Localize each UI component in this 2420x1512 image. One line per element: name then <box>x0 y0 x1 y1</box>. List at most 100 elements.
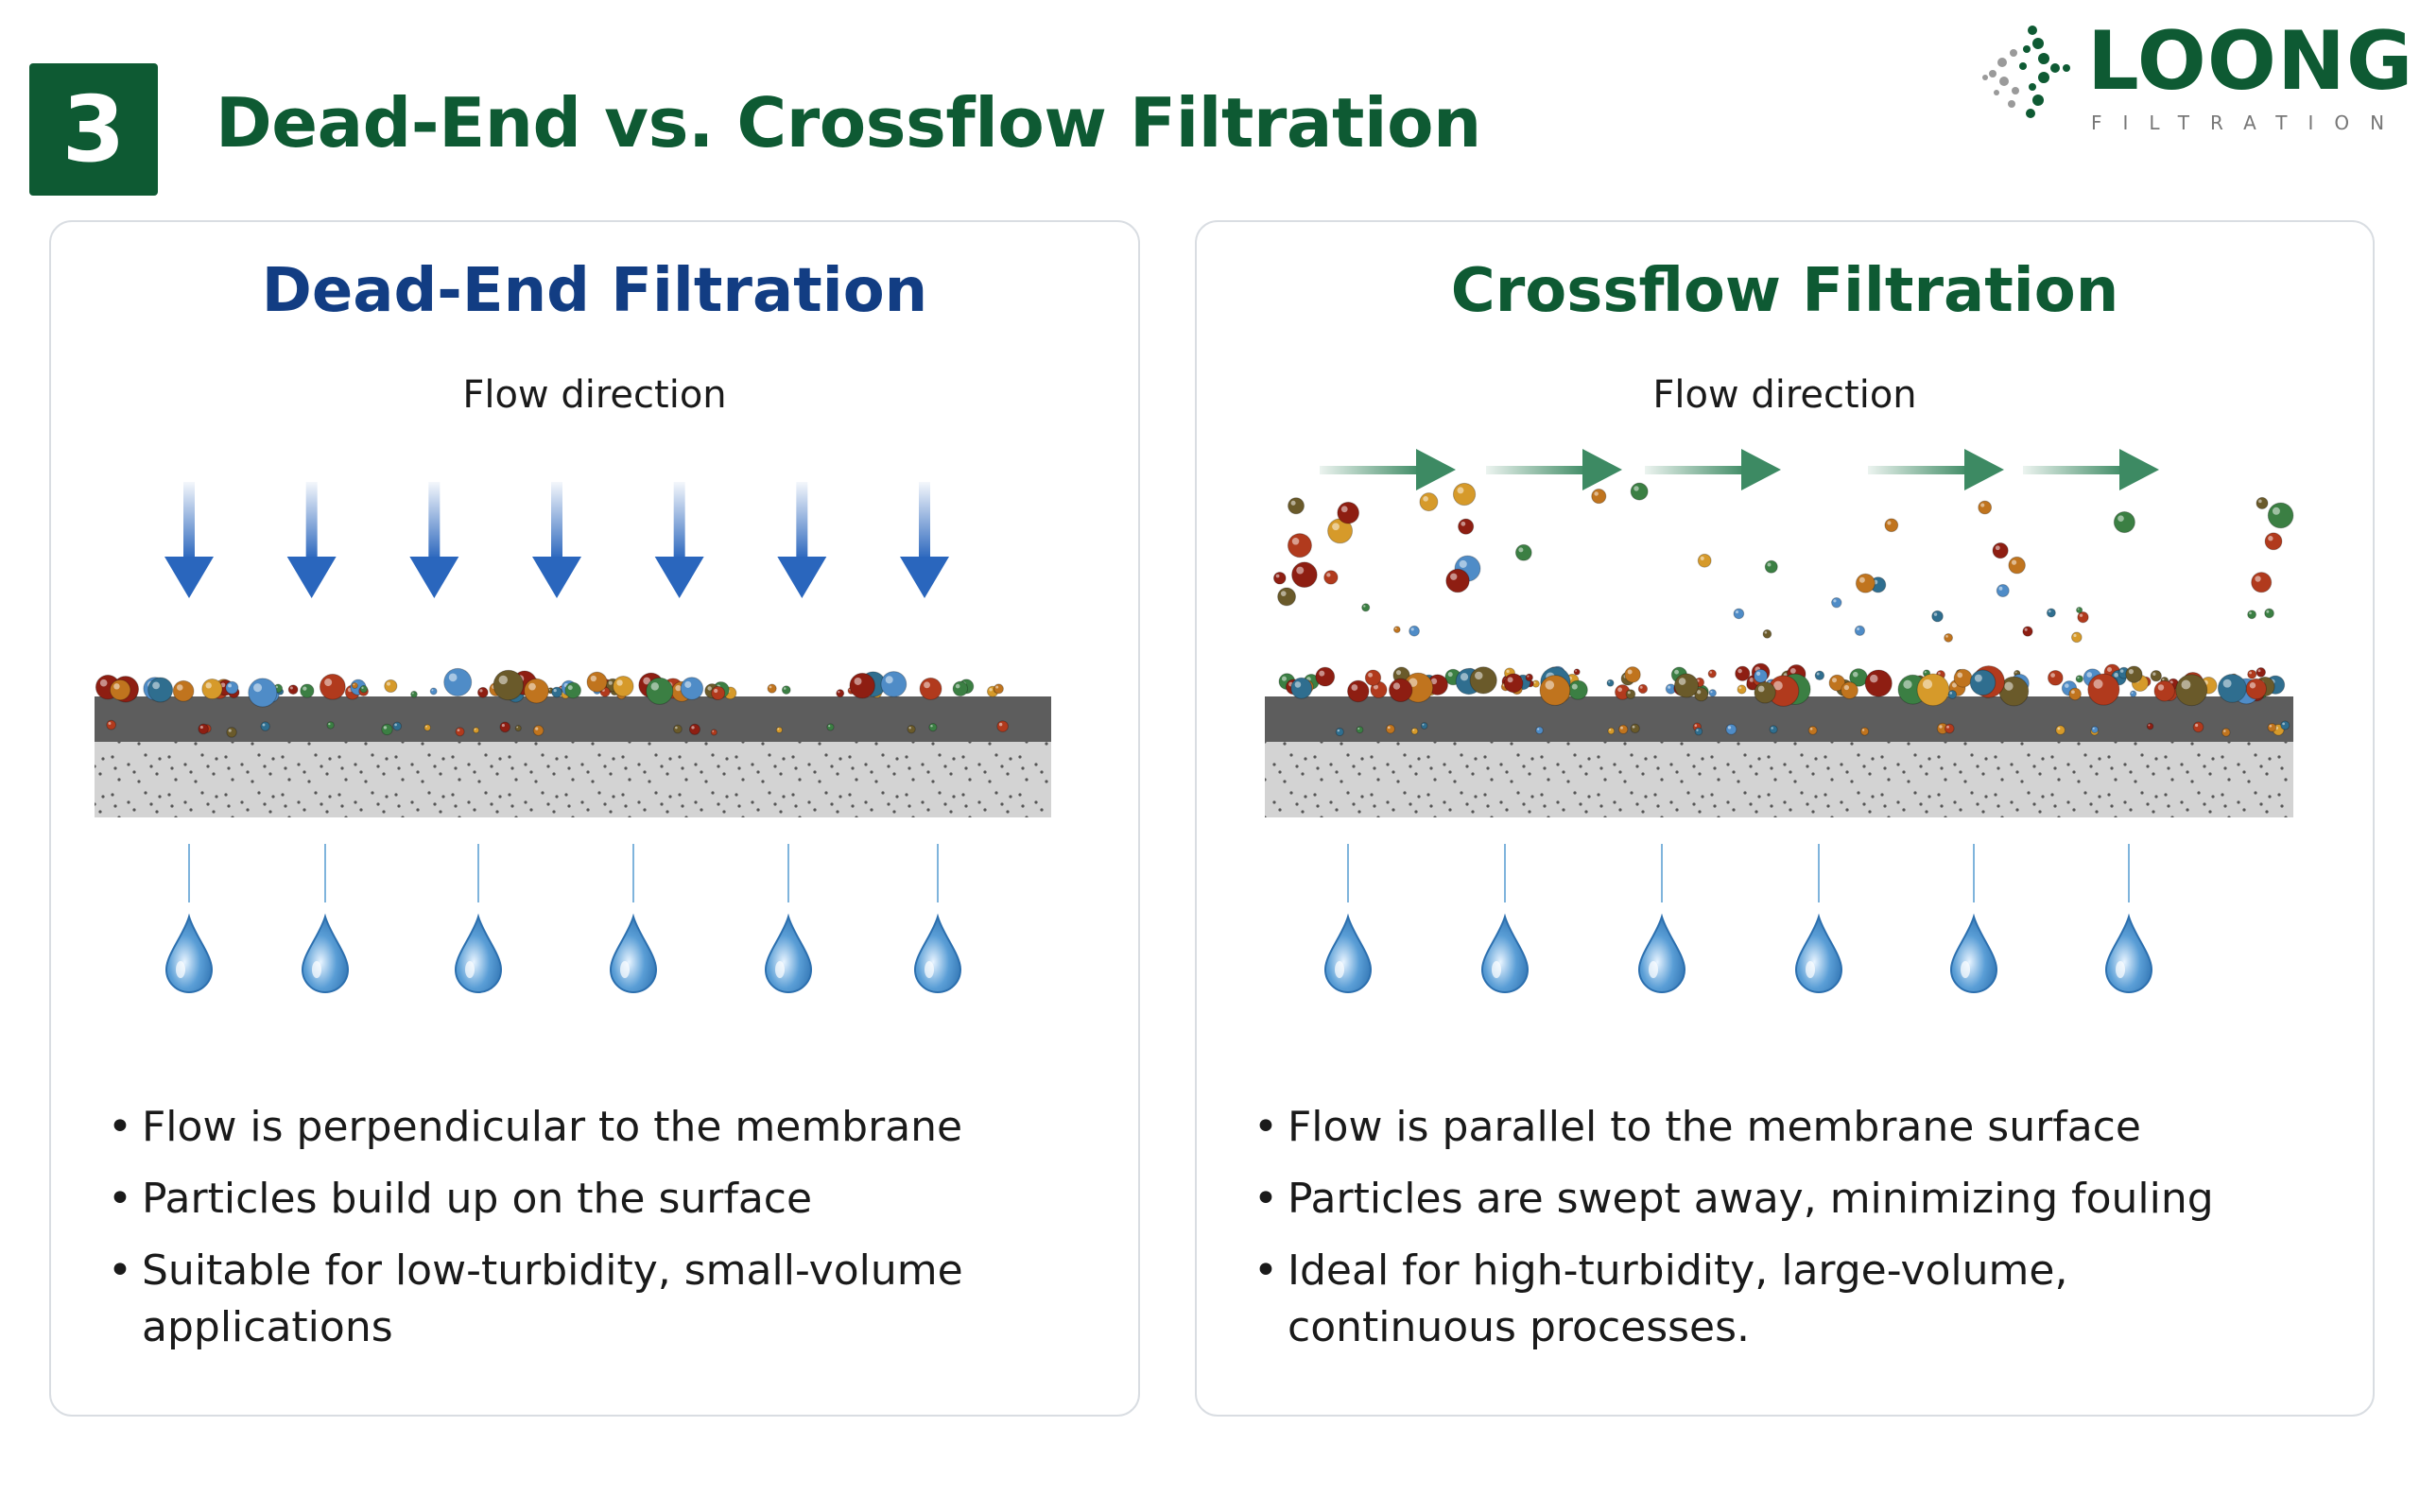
particle-highlight <box>2269 724 2273 728</box>
particle-highlight <box>684 680 692 688</box>
particle <box>2264 608 2274 619</box>
particle-highlight <box>2079 613 2083 617</box>
particle <box>1617 724 1629 735</box>
particle-highlight <box>152 681 160 690</box>
particle-highlight <box>1280 591 1287 596</box>
particle-highlight <box>324 679 333 687</box>
particle-highlight <box>675 726 678 730</box>
particle-highlight <box>1447 672 1453 678</box>
particle <box>1606 679 1615 687</box>
particle <box>2022 626 2033 637</box>
particle <box>1807 725 1818 735</box>
particle-highlight <box>1634 486 1639 491</box>
particle <box>2090 726 2099 734</box>
particle <box>147 677 174 703</box>
particle-highlight <box>2073 633 2077 638</box>
particle <box>514 725 522 732</box>
particle-highlight <box>2048 610 2051 613</box>
particle-highlight <box>176 684 183 691</box>
particle-highlight <box>1938 672 1941 675</box>
water-droplet-icon <box>2104 913 2153 993</box>
particle-highlight <box>1319 670 1325 677</box>
particle <box>2113 511 2135 534</box>
particle-highlight <box>885 676 893 684</box>
droplet-highlight <box>2116 961 2125 978</box>
particle-highlight <box>383 726 388 730</box>
particle-highlight <box>1678 678 1686 685</box>
particle <box>172 679 195 702</box>
particle <box>300 683 315 698</box>
particle <box>499 721 511 733</box>
particle-highlight <box>1290 500 1296 506</box>
particle <box>1361 603 1371 612</box>
water-droplet-icon <box>164 913 214 993</box>
particle <box>2087 673 2120 706</box>
droplet-highlight <box>312 961 321 978</box>
particle-highlight <box>1632 725 1635 729</box>
particle-highlight <box>1738 686 1742 690</box>
particle-highlight <box>1332 523 1340 531</box>
particle-highlight <box>1857 627 1860 631</box>
particle <box>1420 722 1428 730</box>
particle-highlight <box>1617 687 1622 693</box>
particle-highlight <box>220 682 226 688</box>
down-arrow-icon <box>654 557 704 598</box>
particle-highlight <box>2077 676 2080 679</box>
particle <box>564 681 581 699</box>
particle <box>1607 727 1616 735</box>
particle-highlight <box>431 689 434 692</box>
membrane-skin-layer <box>95 696 1051 742</box>
particle-highlight <box>2119 669 2124 673</box>
particle <box>2256 496 2269 509</box>
particle <box>1754 681 1776 704</box>
particle-highlight <box>2118 515 2124 523</box>
particle <box>1356 726 1364 734</box>
particle-highlight <box>2162 678 2165 681</box>
particle <box>1630 723 1640 733</box>
membrane-support-layer <box>1265 742 2293 817</box>
particle-highlight <box>567 685 573 691</box>
particle <box>2153 679 2175 702</box>
particle-highlight <box>1430 678 1438 685</box>
down-arrow-icon <box>777 557 827 598</box>
down-arrow-icon <box>286 557 337 598</box>
particle-highlight <box>1571 683 1578 690</box>
particle-highlight <box>353 683 355 686</box>
particle <box>1673 673 1700 698</box>
particle-highlight <box>1946 725 1949 729</box>
right-arrow-icon <box>1741 449 1781 490</box>
particle-highlight <box>253 683 263 693</box>
particle <box>248 678 278 708</box>
particle <box>429 687 438 696</box>
particles-group <box>1290 665 2275 707</box>
particle-highlight <box>1337 729 1340 732</box>
particle-highlight <box>228 683 233 688</box>
step-number-badge: 3 <box>29 63 158 196</box>
particle-highlight <box>2131 692 2134 695</box>
water-droplet-icon <box>1323 913 1373 993</box>
particle-highlight <box>1459 559 1467 568</box>
particle <box>1996 584 2010 597</box>
water-droplet-icon <box>764 913 813 993</box>
particle <box>710 729 717 736</box>
particle <box>1410 727 1419 735</box>
flow-arrow-shaft <box>1486 466 1588 474</box>
particle-highlight <box>361 686 364 689</box>
particle <box>673 724 683 734</box>
particle-highlight <box>1363 605 1366 608</box>
particle-highlight <box>1924 671 1927 674</box>
particle-highlight <box>1340 506 1348 513</box>
particle-highlight <box>1949 692 1953 695</box>
particle-highlight <box>2071 690 2075 695</box>
particle-highlight <box>1861 729 1865 731</box>
particle-highlight <box>2272 507 2280 515</box>
down-arrow-icon <box>532 557 581 598</box>
logo-tagline: FILTRATION <box>2091 112 2406 134</box>
particle-highlight <box>1700 556 1704 560</box>
particle-highlight <box>1933 612 1938 616</box>
particle <box>1409 625 1420 637</box>
particle <box>1624 666 1641 683</box>
particle-highlight <box>998 722 1003 727</box>
particle-highlight <box>1422 723 1425 726</box>
particle <box>2175 674 2208 707</box>
